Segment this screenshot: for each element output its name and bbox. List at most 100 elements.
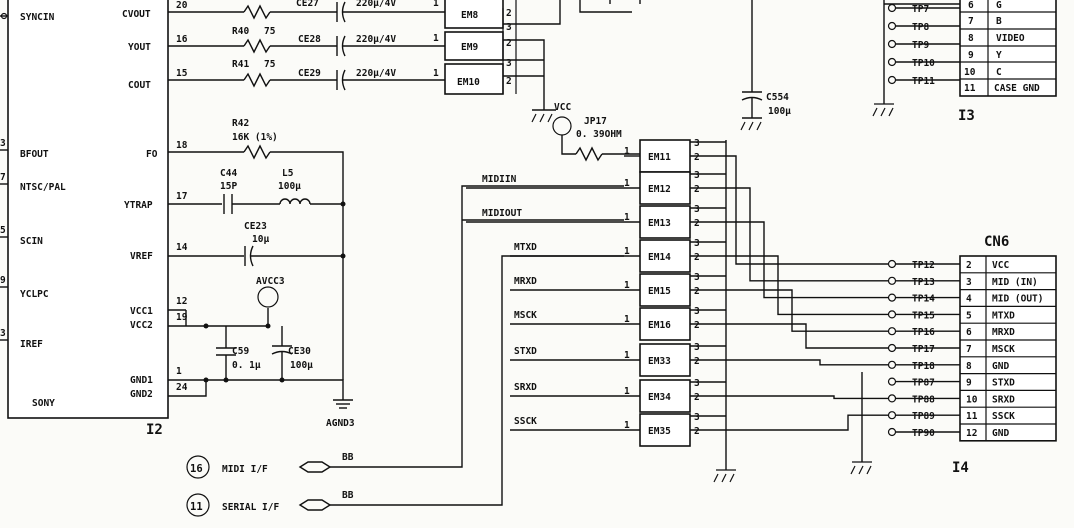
offpage-midi-num: 16 [190, 463, 203, 475]
tp-label: TP11 [912, 76, 935, 87]
decoupling-network: AVCC3 C59 0. 1µ CE30 100µ AGND3 [168, 276, 355, 429]
cn6-row-num: 2 [966, 260, 972, 271]
cn6-row-num: 3 [966, 277, 972, 288]
vcc-jp17: VCC JP17 0. 39OHM [552, 102, 640, 162]
pin-bfout-num: 3 [0, 138, 6, 149]
r40-val: 75 [264, 26, 276, 37]
em-pin1: 1 [624, 420, 630, 431]
i3-row-num: 9 [968, 50, 974, 61]
i3-row-num: 8 [968, 33, 974, 44]
tp-label: TP88 [912, 394, 935, 405]
pin-cout-num: 15 [176, 68, 188, 79]
i3-row-name: Y [996, 50, 1002, 61]
i3-row-num: 11 [964, 83, 976, 94]
offpage-midi-label: MIDI I/F [222, 464, 268, 475]
l5-val: 100µ [278, 181, 301, 192]
em10-label: EM10 [457, 77, 480, 88]
connector-i3: 6 G 7 B 8 VIDEO 9 Y 10 C 11 CASE GND I3 [958, 0, 1057, 124]
em-label: EM35 [648, 426, 671, 437]
em10-box [444, 63, 504, 95]
l5-ref: L5 [282, 168, 294, 179]
tp-label: TP17 [912, 344, 935, 355]
pin-gnd1-label: GND1 [130, 375, 153, 386]
pin-yclpc-num: 9 [0, 275, 6, 286]
pin-vcc1-num: 12 [176, 296, 187, 307]
offpage-serial-num: 11 [190, 501, 203, 513]
em9-pin3: 3 [506, 22, 512, 33]
tp-label: TP15 [912, 310, 935, 321]
cn6-row-num: 8 [966, 361, 972, 372]
cn6-row-name: MRXD [992, 327, 1015, 338]
tp-label: TP10 [912, 58, 935, 69]
ic-i2: I2 SONY SYNCIN 3 BFOUT 7 NTSC/PAL 5 SCIN… [0, 0, 188, 438]
pin-vref-label: VREF [130, 251, 153, 262]
filter-network: R42 16K (1%) C44 15P L5 100µ CE23 10µ [168, 118, 346, 380]
em-label: EM12 [648, 184, 671, 195]
vcc-label: VCC [554, 102, 571, 113]
cn6-row-name: MSCK [992, 344, 1015, 355]
c44-val: 15P [220, 181, 237, 192]
pin-vcc2-label: VCC2 [130, 320, 153, 331]
pin-syncin-label: SYNCIN [20, 12, 55, 23]
offpage-serial-label: SERIAL I/F [222, 502, 279, 513]
em10-pin3: 3 [506, 58, 512, 69]
ce27-val: 220µ/4V [356, 0, 396, 9]
em-pin2: 2 [694, 286, 700, 297]
net-label: MIDIIN [482, 174, 517, 185]
r41-val: 75 [264, 59, 276, 70]
i3-ref: I3 [958, 108, 975, 124]
i3-row-num: 10 [964, 67, 976, 78]
tp-top-group [609, 0, 960, 117]
cn6-row-name: SSCK [992, 411, 1015, 422]
em-pin3: 3 [694, 306, 700, 317]
tp-label: TP14 [912, 294, 935, 305]
i3-row-num: 6 [968, 0, 974, 11]
c554-cap: C554 100µ [740, 0, 791, 131]
em8-pin1: 1 [433, 0, 439, 9]
ce27-ref: CE27 [296, 0, 319, 9]
em-pin1: 1 [624, 246, 630, 257]
tp-label: TP7 [912, 4, 929, 15]
offpage-connectors: 16 MIDI I/F BB 11 SERIAL I/F BB [186, 185, 624, 517]
i3-row-name: B [996, 16, 1002, 27]
pin-fo-label: FO [146, 149, 158, 160]
cn6-row-name: GND [992, 361, 1009, 372]
cn6-row-num: 4 [966, 294, 972, 305]
em-pin2: 2 [694, 252, 700, 263]
em-pin1: 1 [624, 350, 630, 361]
em9-pin1: 1 [433, 33, 439, 44]
i3-row-name: CASE GND [994, 83, 1040, 94]
r42-val: 16K (1%) [232, 132, 278, 143]
pin-scin-label: SCIN [20, 236, 43, 247]
tp-label: TP16 [912, 327, 935, 338]
video-output-chain: CE27 220µ/4V 1 R40 75 CE28 220µ/4V 1 R41… [168, 0, 445, 91]
em-pin3: 3 [694, 378, 700, 389]
em-pin1: 1 [624, 386, 630, 397]
em-pin3: 3 [694, 272, 700, 283]
pin-ytrap-label: YTRAP [124, 200, 153, 211]
jp17-ref: JP17 [584, 116, 607, 127]
em-box [639, 379, 691, 413]
agnd3-label: AGND3 [326, 418, 355, 429]
pin-bfout-label: BFOUT [20, 149, 49, 160]
em-label: EM11 [648, 152, 671, 163]
em-pin3: 3 [694, 170, 700, 181]
ce28-val: 220µ/4V [356, 34, 396, 45]
jp17-val: 0. 39OHM [576, 129, 622, 140]
c59-ref: C59 [232, 346, 249, 357]
cn6-row-name: SRXD [992, 394, 1015, 405]
cn6-row-num: 12 [966, 428, 977, 439]
pin-vcc1-label: VCC1 [130, 306, 153, 317]
em9-label: EM9 [461, 42, 478, 53]
em-mid-group: EM11123EM12123MIDIINEM13123MIDIOUTEM1412… [466, 138, 736, 483]
em-pin1: 1 [624, 178, 630, 189]
em-pin3: 3 [694, 238, 700, 249]
net-label: MIDIOUT [482, 208, 522, 219]
ce30-val: 100µ [290, 360, 313, 371]
cn6-row-num: 9 [966, 378, 972, 389]
pin-vref-num: 14 [176, 242, 188, 253]
net-label: MTXD [514, 242, 537, 253]
em-pin2: 2 [694, 218, 700, 229]
em-pin1: 1 [624, 212, 630, 223]
em-pin2: 2 [694, 392, 700, 403]
